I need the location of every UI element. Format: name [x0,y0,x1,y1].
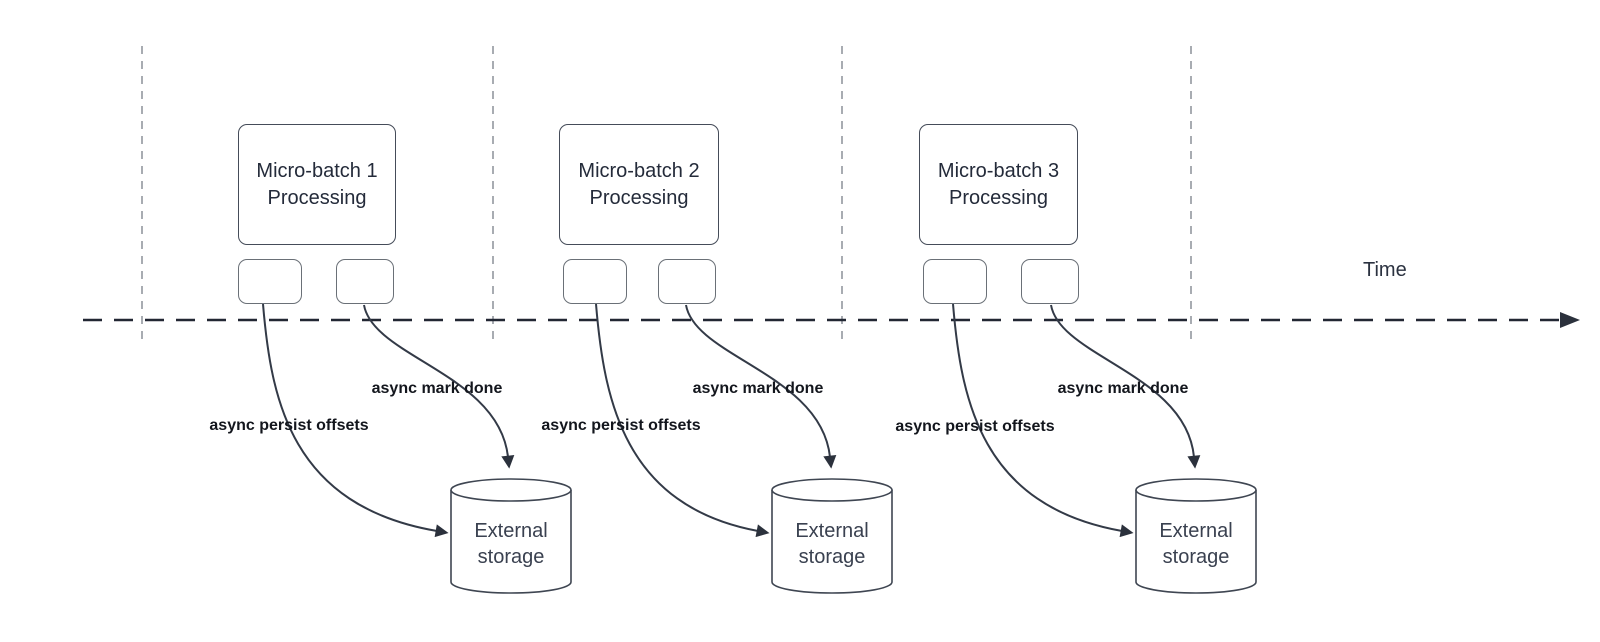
time-axis-label: Time [1363,259,1407,281]
persist-offsets-label-1: async persist offsets [209,417,369,434]
mark-done-arrow-2 [685,304,837,469]
persist-offsets-task-box-2 [563,259,627,304]
mark-done-label-3: async mark done [1057,380,1189,397]
storage-cylinder-2 [771,478,893,594]
micro-batch-2-box: Micro-batch 2 Processing [559,124,719,245]
mark-done-arrow-1 [363,304,515,469]
storage-cylinder-1 [450,478,572,594]
persist-offsets-label-2: async persist offsets [541,417,701,434]
mark-done-label-2: async mark done [692,380,824,397]
external-storage-label-3: External storage [1159,520,1233,568]
mark-done-task-box-2 [658,259,716,304]
persist-offsets-label-3: async persist offsets [895,418,1055,435]
micro-batch-3-label: Micro-batch 3 Processing [937,159,1060,209]
persist-offsets-arrow-1 [262,303,449,538]
micro-batch-2-label: Micro-batch 2 Processing [578,159,700,209]
mark-done-arrow-3 [1050,304,1201,469]
timeline-arrow [83,312,1580,328]
time-guide-lines [141,46,1192,341]
external-storage-label-1: External storage [474,520,548,568]
mark-done-task-box-3 [1021,259,1079,304]
persist-offsets-task-box-1 [238,259,302,304]
persist-offsets-arrow-2 [595,303,770,538]
persist-offsets-task-box-3 [923,259,987,304]
micro-batch-1-box: Micro-batch 1 Processing [238,124,396,245]
storage-cylinder-3 [1135,478,1257,594]
micro-batch-1-label: Micro-batch 1 Processing [256,159,378,209]
mark-done-task-box-1 [336,259,394,304]
mark-done-label-1: async mark done [371,380,503,397]
micro-batch-3-box: Micro-batch 3 Processing [919,124,1078,245]
persist-offsets-arrow-3 [952,303,1134,538]
external-storage-label-2: External storage [795,520,869,568]
